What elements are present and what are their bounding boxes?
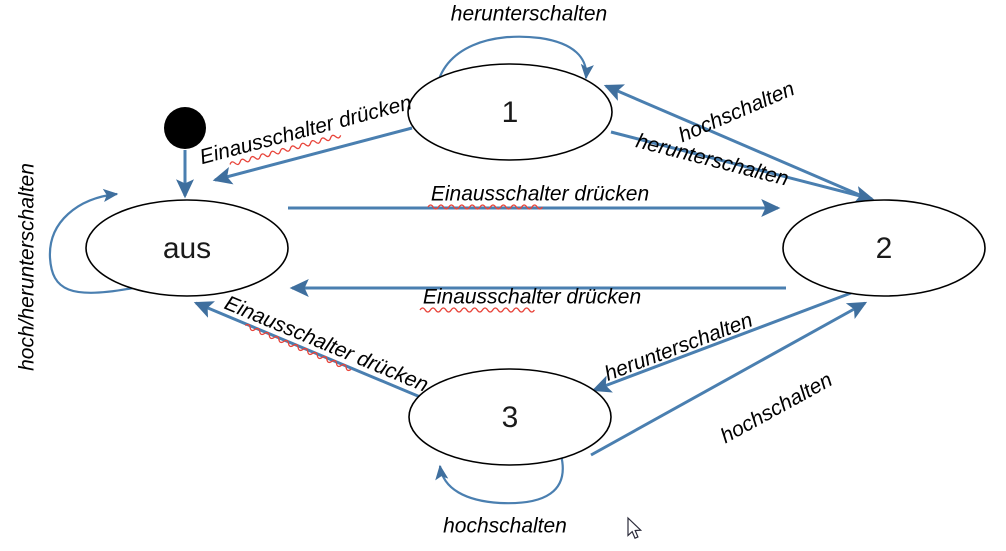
- edge-label-s1-to-s2: herunterschalten: [634, 129, 791, 190]
- state-node-3[interactable]: [408, 368, 612, 466]
- edge-s3-self-loop: [435, 454, 564, 505]
- edge-s2-to-s3: [591, 291, 852, 393]
- edge-label-group-s1-to-s2: herunterschalten: [634, 129, 791, 190]
- edge-label-aus-to-s2: Einausschalter drücken: [431, 183, 649, 206]
- state-label-aus: aus: [163, 232, 211, 265]
- edge-s3-to-aus: [193, 301, 426, 401]
- edge-label-group-s3-to-s2: hochschalten: [717, 368, 837, 448]
- edge-label-group-s3-to-aus: Einausschalter drücken: [221, 292, 431, 397]
- edge-label-s3-to-s2: hochschalten: [717, 368, 837, 448]
- edge-label-s3-to-aus: Einausschalter drücken: [221, 292, 431, 397]
- state-label-1: 1: [502, 96, 519, 129]
- edge-label-group-s2-to-s1: hochschalten: [675, 77, 798, 147]
- edge-s1-self-loop: [434, 35, 594, 91]
- spellcheck-squiggle-s3-to-aus: [244, 323, 352, 372]
- edge-s1-to-s2: [610, 130, 875, 204]
- edge-label-s2-to-aus: Einausschalter drücken: [423, 286, 641, 309]
- edge-aus-self-loop: [48, 188, 134, 295]
- edge-label-aus-self: hoch/herunterschalten: [16, 163, 39, 371]
- state-node-2[interactable]: [782, 199, 986, 297]
- initial-state-dot: [164, 107, 206, 149]
- edge-label-group-aus-to-s2: Einausschalter drücken: [427, 183, 649, 210]
- edge-s1-to-aus: [212, 126, 413, 185]
- spellcheck-squiggle-s2-to-aus: [419, 307, 535, 313]
- state-label-2: 2: [876, 232, 893, 265]
- edge-label-group-s1-to-aus: Einausschalter drücken: [197, 91, 414, 169]
- edge-s3-to-s2: [590, 301, 868, 457]
- state-label-3: 3: [502, 401, 519, 434]
- edge-label-s2-to-s1: hochschalten: [675, 77, 798, 147]
- edge-label-s3-self: hochschalten: [443, 515, 567, 538]
- edge-label-s2-to-s3: herunterschalten: [601, 309, 755, 386]
- spellcheck-squiggle-s1-to-aus: [229, 134, 342, 166]
- mouse-pointer-icon: [627, 516, 643, 539]
- edge-label-group-s2-to-aus: Einausschalter drücken: [419, 286, 641, 313]
- edge-label-group-s2-to-s3: herunterschalten: [601, 309, 755, 386]
- edge-label-group-aus-self: hoch/herunterschalten: [16, 163, 39, 371]
- spellcheck-squiggle-aus-to-s2: [427, 204, 543, 210]
- state-node-aus[interactable]: [85, 199, 289, 297]
- edge-s2-to-s1: [603, 84, 863, 198]
- state-node-1[interactable]: [407, 63, 613, 161]
- edge-label-s1-self: herunterschalten: [451, 3, 607, 26]
